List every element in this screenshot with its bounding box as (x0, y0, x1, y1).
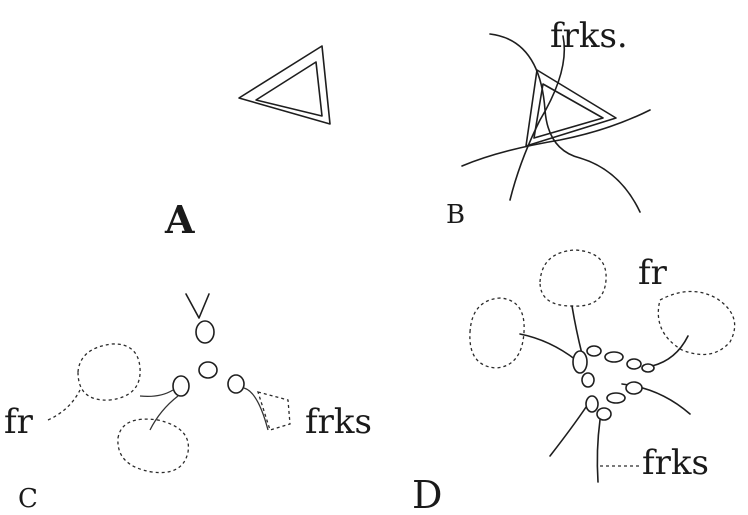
panel-a-label: A (164, 197, 195, 242)
panel-b-annotation: frks. (550, 16, 628, 56)
panel-d-cell-9 (586, 396, 598, 412)
panel-d-fruit-left (470, 298, 524, 368)
panel-d-cell-3 (605, 352, 623, 362)
panel-c-annotation-forks: frks (305, 402, 372, 442)
panel-c-center-cell (199, 362, 217, 378)
panel-d-cell-7 (626, 382, 642, 394)
panel-d-stalk-left (520, 334, 576, 360)
panel-c-left-cell (173, 376, 189, 396)
panel-c-strand-left (140, 390, 173, 396)
panel-b-fork-right (462, 110, 650, 166)
panel-d-stalk-top (572, 306, 582, 354)
panel-d-cell-4 (627, 359, 641, 369)
panel-c: fr frks C (4, 294, 372, 514)
panel-d-fork-bottom (597, 420, 600, 482)
panel-d-cell-1 (573, 351, 587, 373)
panel-b-fork-left (490, 34, 640, 212)
panel-d-cell-5 (642, 364, 654, 372)
panel-c-fruit-bottom (118, 419, 189, 472)
panel-c-fruit-right-fork (258, 392, 290, 430)
panel-b: frks. B (446, 16, 650, 230)
panel-d-cell-10 (597, 408, 611, 420)
panel-d-cell-6 (582, 373, 594, 387)
panel-c-annotation-fruit: fr (4, 402, 34, 442)
panel-c-leader-fr (48, 390, 80, 420)
panel-d-cell-2 (587, 346, 601, 356)
panel-c-right-cell (228, 375, 244, 393)
panel-d: fr frks D (412, 250, 735, 515)
panel-d-annotation-forks: frks (642, 443, 709, 483)
panel-a-inner-triangle (256, 62, 322, 116)
panel-d-label: D (412, 473, 442, 515)
panel-b-label: B (446, 200, 465, 230)
panel-d-cell-8 (607, 393, 625, 403)
panel-c-top-cell (196, 321, 214, 343)
panel-d-fruit-right (658, 291, 734, 354)
panel-a-outer-triangle (239, 46, 330, 124)
panel-d-fruit-top (540, 250, 606, 306)
panel-d-annotation-fruit: fr (638, 253, 668, 293)
panel-c-strand-bottom (150, 396, 178, 430)
panel-c-top-stalk (186, 294, 209, 318)
panel-c-label: C (18, 484, 38, 514)
panel-d-stalk-right (652, 336, 688, 366)
panel-a: A (164, 46, 330, 242)
panel-c-fruit-left (78, 344, 140, 400)
